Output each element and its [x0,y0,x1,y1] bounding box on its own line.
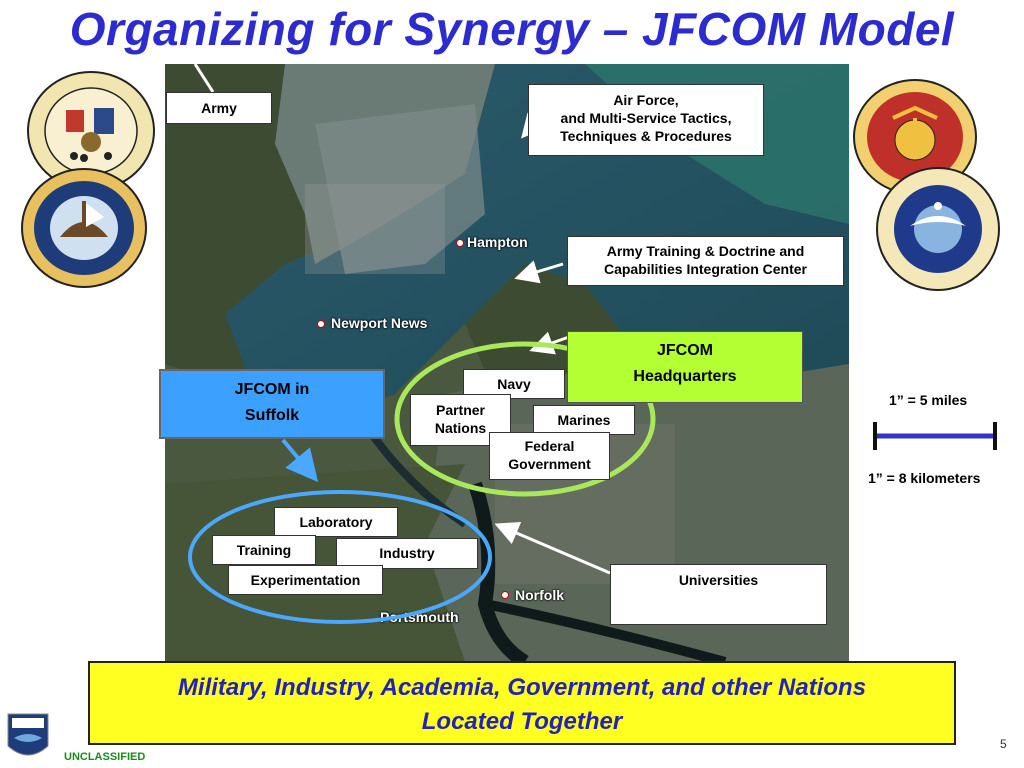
marine-corps-seal-icon [853,79,977,195]
slide-title: Organizing for Synergy – JFCOM Model [69,3,955,55]
jfcom-suffolk-box: JFCOM in Suffolk [159,369,385,439]
navy-seal-icon [21,168,147,288]
banner-line-1: Military, Industry, Academia, Government… [177,674,867,701]
army-training-arrow [514,260,564,284]
place-label-portsmouth: Portsmouth [380,609,459,625]
army-box: Army [166,92,272,124]
green-ellipse [394,341,656,497]
hampton-pin [456,239,464,247]
scale-miles: 1” = 5 miles [889,392,968,408]
norfolk-pin [501,591,509,599]
army-arrow [193,64,215,93]
scale-kilometers: 1” = 8 kilometers [868,470,981,486]
industry-box: Industry [336,538,478,569]
newport-news-pin [317,320,325,328]
laboratory-box: Laboratory [274,507,398,537]
experimentation-box: Experimentation [228,565,383,595]
place-label-newport-news: Newport News [331,315,428,331]
suffolk-arrow [281,438,319,483]
army-training-box: Army Training & Doctrine and Capabilitie… [567,236,844,286]
summary-banner: Military, Industry, Academia, Government… [88,661,956,745]
blue-ellipse [188,490,492,624]
partner-nations-box: Partner Nations [410,394,511,446]
air-force-box: Air Force, and Multi-Service Tactics, Te… [528,84,764,156]
scale-bar [873,422,997,450]
place-label-norfolk: Norfolk [515,587,564,603]
banner-line-2: Located Together [421,708,623,735]
place-label-hampton: Hampton [467,234,528,250]
classification-label: UNCLASSIFIED [64,751,146,763]
army-seal-icon [27,71,155,191]
jfcom-headquarters-box: JFCOM Headquarters [567,331,803,403]
jfcom-logo-icon [7,713,49,756]
air-force-seal-icon [876,167,1000,291]
training-box: Training [212,535,316,565]
marines-box: Marines [533,405,635,435]
universities-arrow [494,522,611,575]
federal-government-box: Federal Government [489,432,610,480]
page-number: 5 [1000,737,1007,751]
universities-box: Universities [610,564,827,625]
map-overlay [188,64,656,624]
